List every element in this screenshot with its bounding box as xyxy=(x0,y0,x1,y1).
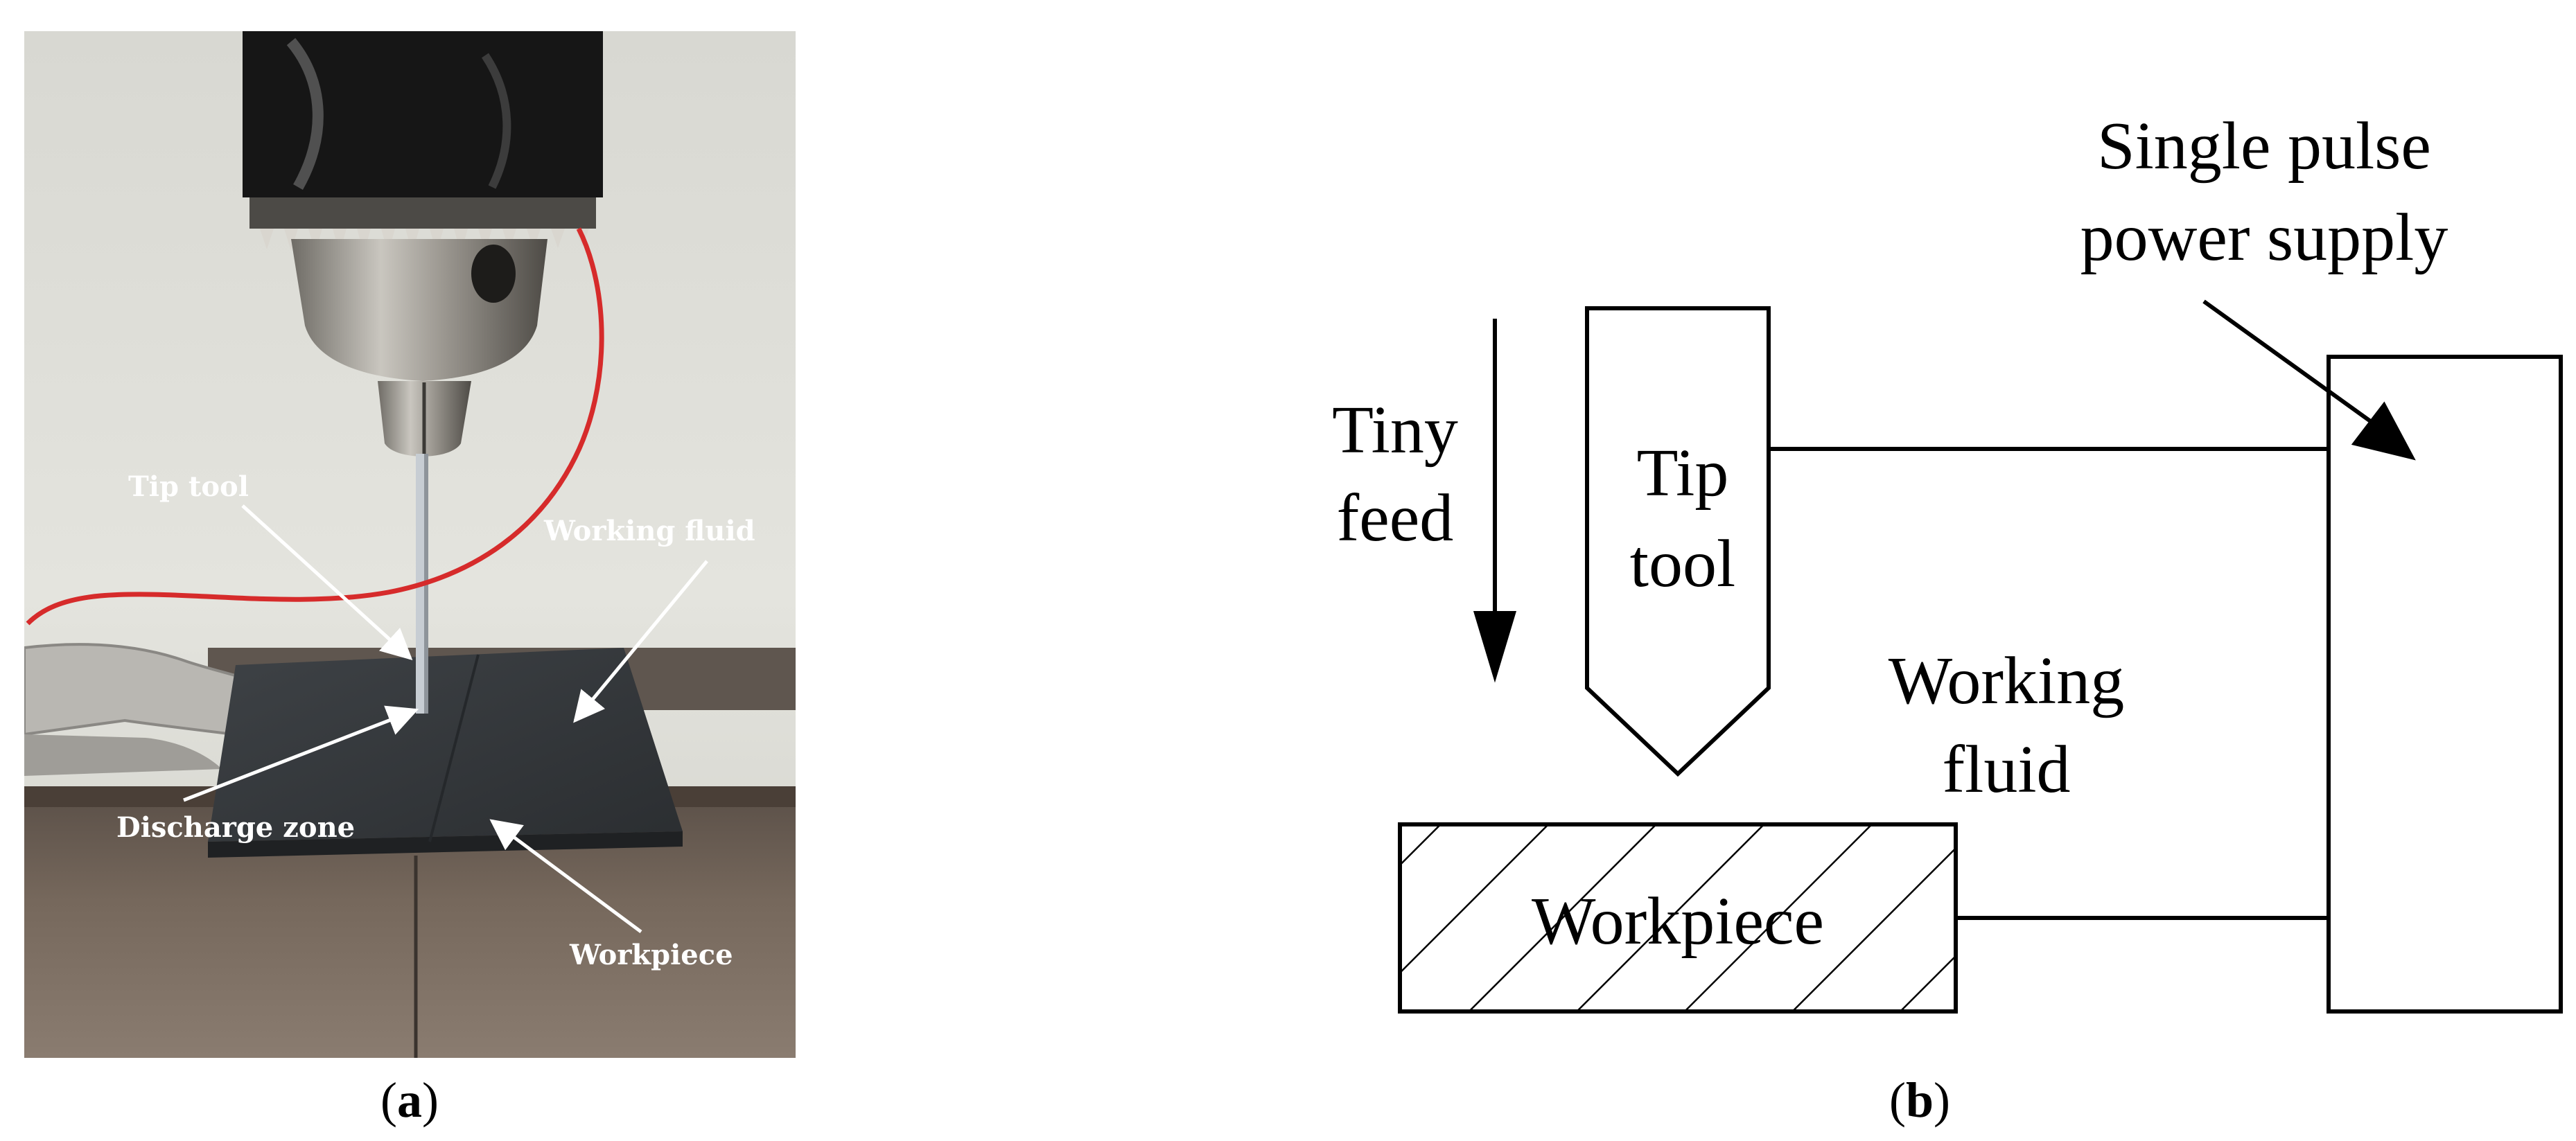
photo-plate-groove xyxy=(428,654,480,842)
photo-arrow-working-fluid xyxy=(573,560,708,723)
label-fluid-line2: fluid xyxy=(1942,732,2070,807)
photo-arrow-workpiece xyxy=(489,819,642,934)
label-power-line1: Single pulse xyxy=(2097,109,2431,184)
label-feed-line1: Tiny xyxy=(1332,393,1458,468)
power-supply-pointer-shaft xyxy=(2202,299,2378,428)
label-tool-line2: tool xyxy=(1630,527,1735,601)
label-workpiece: Workpiece xyxy=(1532,884,1824,959)
label-feed-line2: feed xyxy=(1337,481,1454,556)
photo-plate-edge xyxy=(208,831,683,858)
workpiece-block xyxy=(1398,822,1958,1014)
caption-b-letter: b xyxy=(1906,1072,1934,1128)
panel-b-diagram xyxy=(1398,299,2563,1014)
power-supply-pointer-head xyxy=(2351,401,2416,461)
photo-arrow-tip-tool xyxy=(241,504,413,661)
label-power-line2: power supply xyxy=(2080,200,2448,275)
feed-arrow-head xyxy=(1473,611,1517,683)
label-tool-line1: Tip xyxy=(1637,436,1729,511)
caption-a-letter: a xyxy=(397,1072,422,1128)
photo-label-tip-tool: Tip tool xyxy=(128,470,249,503)
caption-a: (a) xyxy=(380,1072,439,1128)
panel-a-photo: Tip tool Working fluid Discharge zone Wo… xyxy=(24,31,796,1058)
photo-clamp-lower xyxy=(24,734,222,776)
tip-tool-shape xyxy=(1585,306,1771,777)
photo-chuck-hole xyxy=(471,245,516,303)
label-fluid-line1: Working xyxy=(1889,644,2125,718)
photo-chuck-wrap-shine xyxy=(286,37,324,190)
caption-a-close: ) xyxy=(422,1072,439,1128)
caption-a-open: ( xyxy=(380,1072,397,1128)
photo-label-workpiece: Workpiece xyxy=(569,939,733,971)
photo-label-discharge-zone: Discharge zone xyxy=(116,811,355,844)
caption-b-open: ( xyxy=(1889,1072,1906,1128)
photo-red-wire xyxy=(26,227,604,626)
photo-chuck-wrap-shine-2 xyxy=(482,53,511,189)
caption-b-close: ) xyxy=(1934,1072,1950,1128)
photo-label-working-fluid: Working fluid xyxy=(543,515,755,547)
power-supply-box xyxy=(2327,355,2563,1014)
caption-b: (b) xyxy=(1889,1072,1950,1128)
photo-arrow-discharge-zone xyxy=(183,705,419,802)
photo-workpiece-plate xyxy=(208,648,683,842)
photo-chuck-knurl xyxy=(249,197,596,229)
